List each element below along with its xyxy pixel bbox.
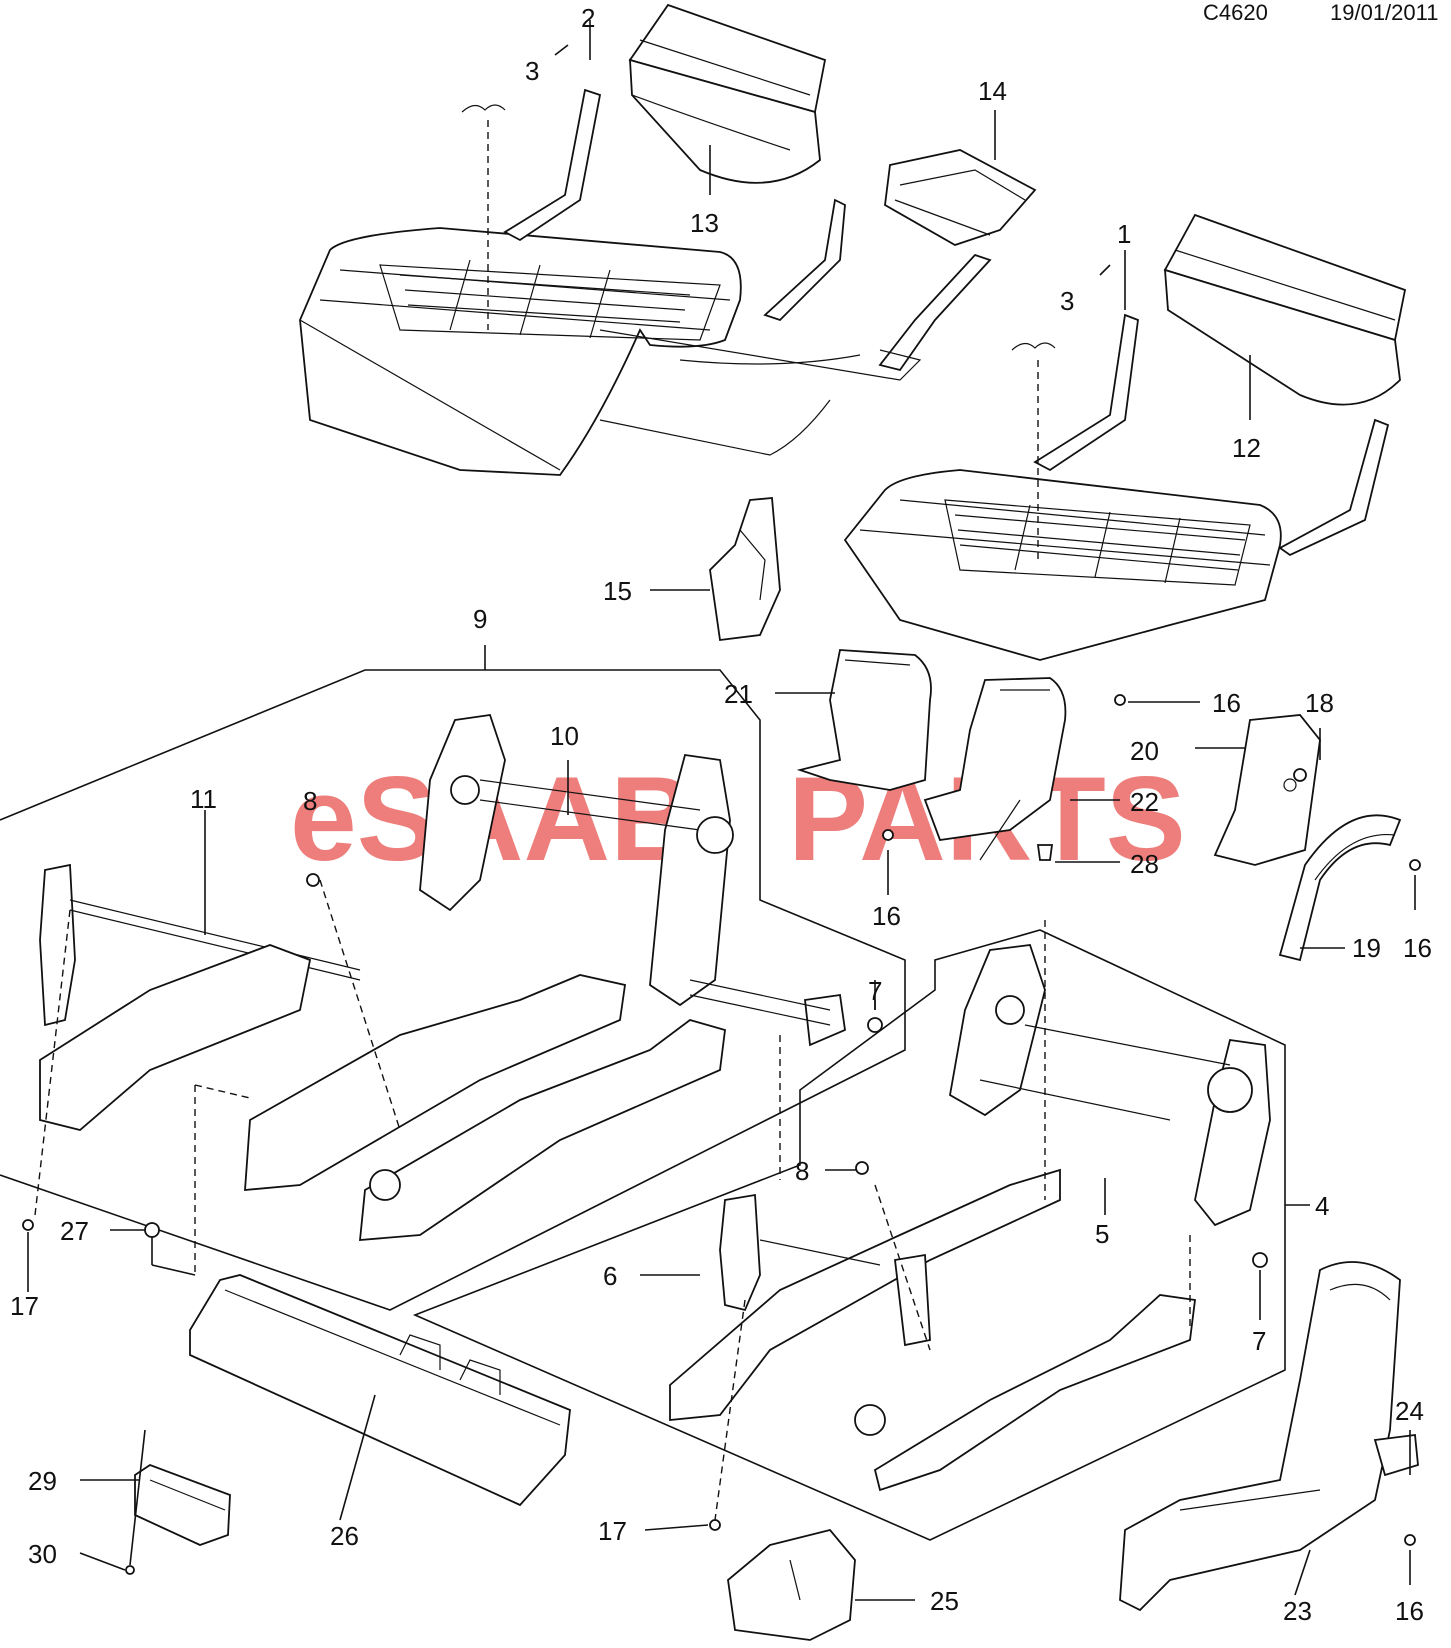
leader-lines bbox=[27, 20, 1416, 1601]
nut-18 bbox=[1293, 768, 1307, 782]
part-25-end-cap bbox=[727, 1528, 856, 1641]
part-22-side-cover bbox=[923, 677, 1067, 861]
part-5-recliner-mechanism bbox=[949, 944, 1271, 1227]
fastener-line-27-top bbox=[194, 1084, 251, 1099]
diagram-code: C4620 bbox=[1203, 0, 1268, 25]
nut-8b bbox=[855, 1161, 869, 1175]
fastener-line-17b bbox=[714, 1299, 746, 1521]
callout-18: 18 bbox=[1305, 688, 1334, 718]
callout-1: 1 bbox=[1117, 219, 1131, 249]
fasteners bbox=[22, 694, 1421, 1575]
callout-17-b: 17 bbox=[598, 1516, 627, 1546]
part-21-side-cover bbox=[796, 649, 932, 791]
callout-8-b: 8 bbox=[795, 1156, 809, 1186]
bolt-16d bbox=[1404, 1534, 1416, 1546]
part-20-cover-plate bbox=[1213, 714, 1321, 866]
callout-12: 12 bbox=[1232, 433, 1261, 463]
callout-11: 11 bbox=[190, 784, 217, 814]
callout-10: 10 bbox=[550, 721, 579, 751]
callout-15: 15 bbox=[603, 576, 632, 606]
screw-17a bbox=[22, 1219, 34, 1231]
part-6-rail-assembly bbox=[669, 1168, 1197, 1492]
callout-5: 5 bbox=[1095, 1219, 1109, 1249]
callout-26: 26 bbox=[330, 1521, 359, 1551]
part-10-recliner-mechanism bbox=[419, 714, 734, 1007]
part-1-seat-frame-lower bbox=[843, 313, 1390, 661]
callout-8-a: 8 bbox=[303, 786, 317, 816]
callout-2: 2 bbox=[581, 3, 595, 33]
callout-25: 25 bbox=[930, 1586, 959, 1616]
callout-7-b: 7 bbox=[1252, 1326, 1266, 1356]
callout-3-lower: 3 bbox=[1060, 286, 1074, 316]
callout-24: 24 bbox=[1395, 1396, 1424, 1426]
part-14-cover bbox=[884, 149, 1037, 246]
part-19-trim-arc bbox=[1278, 814, 1402, 962]
part-13-cushion-panel bbox=[628, 3, 827, 184]
callout-7-a: 7 bbox=[868, 976, 882, 1006]
callout-16-c: 16 bbox=[872, 901, 901, 931]
group-9-outline bbox=[0, 669, 906, 1311]
callout-4: 4 bbox=[1315, 1191, 1329, 1221]
bolt-7b bbox=[1252, 1252, 1268, 1268]
part-3-spring-lower bbox=[1011, 342, 1056, 560]
part-29-switch-module bbox=[134, 1463, 231, 1546]
callout-16-a: 16 bbox=[1212, 688, 1241, 718]
callout-16-b: 16 bbox=[1403, 933, 1432, 963]
screw-17b bbox=[709, 1519, 721, 1531]
callout-27: 27 bbox=[60, 1216, 89, 1246]
callout-9: 9 bbox=[473, 604, 487, 634]
fastener-line-17a bbox=[34, 909, 71, 1216]
callout-17-a: 17 bbox=[10, 1291, 39, 1321]
callout-3-upper: 3 bbox=[525, 56, 539, 86]
callout-29: 29 bbox=[28, 1466, 57, 1496]
callout-22: 22 bbox=[1130, 787, 1159, 817]
callout-23: 23 bbox=[1283, 1596, 1312, 1626]
part-26-rail-cover bbox=[189, 1274, 571, 1507]
fastener-line-8a bbox=[319, 879, 401, 1131]
part-3-spring-upper bbox=[461, 104, 506, 330]
group-4-outline bbox=[412, 929, 1286, 1541]
bolt-28 bbox=[1036, 844, 1054, 861]
callout-13: 13 bbox=[690, 208, 719, 238]
callout-28: 28 bbox=[1130, 849, 1159, 879]
callout-6: 6 bbox=[603, 1261, 617, 1291]
fastener-line-8b bbox=[874, 1184, 931, 1351]
part-11-rail-assembly bbox=[39, 863, 846, 1241]
callout-20: 20 bbox=[1130, 736, 1159, 766]
part-2-seat-frame-upper bbox=[299, 88, 992, 476]
bolt-7a bbox=[867, 1017, 883, 1033]
part-12-cushion-panel bbox=[1163, 213, 1407, 406]
callout-labels: 2 3 14 13 1 3 12 15 9 21 16 18 10 20 11 … bbox=[10, 3, 1432, 1626]
callout-21: 21 bbox=[724, 679, 753, 709]
screw-30 bbox=[125, 1565, 135, 1575]
callout-30: 30 bbox=[28, 1539, 57, 1569]
part-23-seat-base-trim bbox=[1119, 1261, 1401, 1612]
part-24-small-cover bbox=[1373, 1433, 1419, 1477]
callout-14: 14 bbox=[978, 76, 1007, 106]
nut-8a bbox=[306, 873, 320, 887]
diagram-date: 19/01/2011 bbox=[1330, 0, 1438, 25]
clip-27 bbox=[144, 1222, 160, 1238]
part-15-bracket-cover bbox=[709, 497, 781, 642]
bolt-16c bbox=[882, 829, 894, 841]
bolt-16a bbox=[1114, 694, 1126, 706]
callout-19: 19 bbox=[1352, 933, 1381, 963]
bolt-16b bbox=[1409, 859, 1421, 871]
callout-16-d: 16 bbox=[1395, 1596, 1424, 1626]
